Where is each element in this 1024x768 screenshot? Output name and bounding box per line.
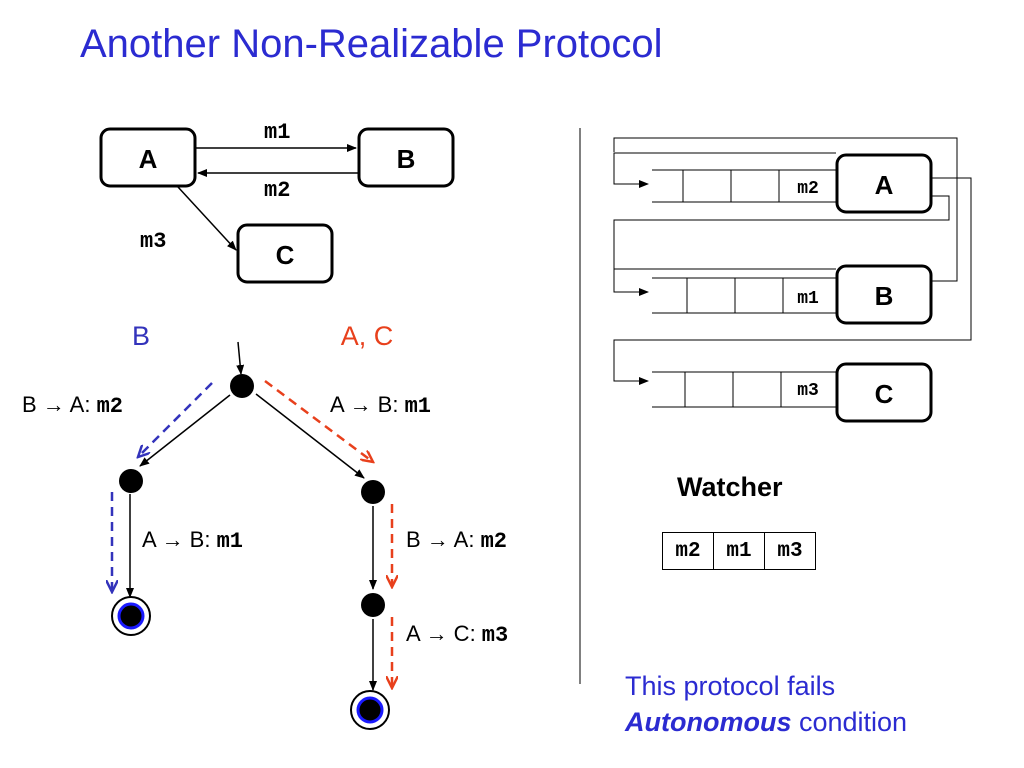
watcher-cell-1: m2 xyxy=(662,532,714,570)
watcher-cell-2: m1 xyxy=(713,532,765,570)
transition-label-b-a-m2-right: B → A: m2 xyxy=(406,527,507,554)
peer-box-a: A xyxy=(99,127,197,188)
state-left-middle xyxy=(119,469,143,493)
conclusion-emphasis: Autonomous xyxy=(625,707,792,737)
initial-arrow xyxy=(236,341,245,375)
queue-b: m1 xyxy=(652,277,840,314)
conclusion-line-1: This protocol fails xyxy=(625,671,836,701)
projection-label-right: A, C xyxy=(341,321,394,351)
peer-box-c: C xyxy=(236,223,334,284)
state-right-middle xyxy=(361,480,385,504)
queue-peer-box-c: C xyxy=(835,362,933,423)
peer-label-a: A xyxy=(139,144,158,174)
queue-a: m2 xyxy=(652,169,840,203)
watcher-title: Watcher xyxy=(677,472,783,502)
conclusion-line-2: Autonomous condition xyxy=(625,704,907,740)
message-label-m3: m3 xyxy=(140,229,166,254)
queue-a-head: m2 xyxy=(797,179,819,199)
queue-peer-label-c: C xyxy=(875,379,894,409)
left-projection-arrow-1 xyxy=(138,382,213,457)
queue-peer-label-b: B xyxy=(875,281,894,311)
peer-label-b: B xyxy=(397,144,416,174)
state-final-left xyxy=(111,596,151,636)
watcher-table: m2 m1 m3 xyxy=(662,532,816,570)
watcher-cell-3: m3 xyxy=(764,532,816,570)
watcher-row: m2 m1 m3 xyxy=(662,532,816,570)
queue-b-head: m1 xyxy=(797,289,819,309)
queue-wiring xyxy=(613,137,972,385)
right-projection-arrow-1 xyxy=(264,380,373,462)
slide-title: Another Non-Realizable Protocol xyxy=(80,22,663,66)
queue-peer-label-a: A xyxy=(875,170,894,200)
queue-c: m3 xyxy=(652,371,840,408)
transition-arrow-left-1 xyxy=(139,394,231,467)
conclusion-text: This protocol fails Autonomous condition xyxy=(625,668,907,740)
queue-peer-box-b: B xyxy=(835,264,933,325)
peer-label-c: C xyxy=(276,240,295,270)
transition-label-a-b-m1-left: A → B: m1 xyxy=(142,527,243,554)
queue-c-head: m3 xyxy=(797,381,819,401)
message-label-m2: m2 xyxy=(264,178,290,203)
transition-label-a-c-m3: A → C: m3 xyxy=(406,621,508,648)
message-label-m1: m1 xyxy=(264,120,290,145)
conclusion-rest: condition xyxy=(791,707,908,737)
state-right-lower xyxy=(361,593,385,617)
transition-label-b-a-m2-left: B → A: m2 xyxy=(22,392,123,419)
queue-peer-box-a: A xyxy=(835,153,933,214)
transition-arrow-right-1 xyxy=(255,393,365,479)
arrow-a-to-c xyxy=(177,186,237,251)
state-final-right xyxy=(350,690,390,730)
transition-label-a-b-m1-right: A → B: m1 xyxy=(330,392,431,419)
state-initial xyxy=(230,374,254,398)
projection-label-left: B xyxy=(132,321,150,351)
peer-box-b: B xyxy=(357,127,455,188)
